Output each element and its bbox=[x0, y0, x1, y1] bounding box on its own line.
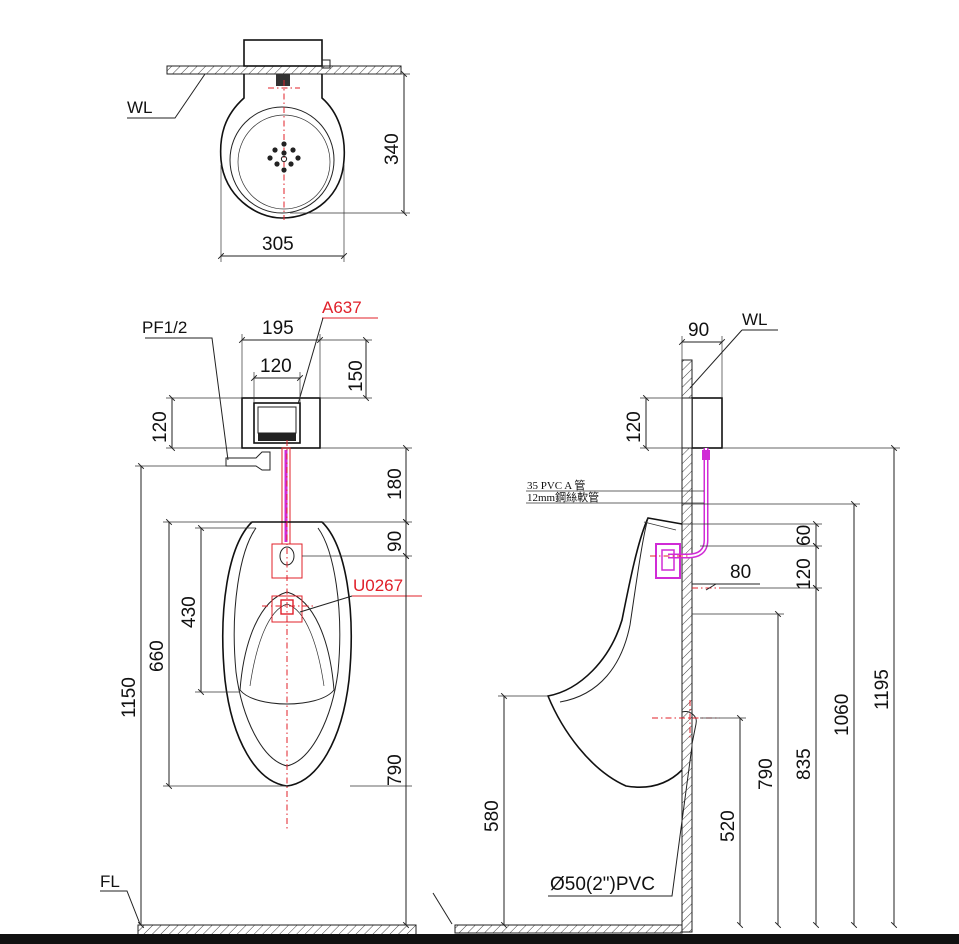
side-dim-520: 520 bbox=[718, 810, 739, 842]
side-view: 90 WL 120 35 PVC A 管 12mm鋼絲軟管 60 120 80 … bbox=[432, 310, 900, 934]
side-wl-label: WL bbox=[742, 310, 768, 329]
side-dim-box-depth: 90 bbox=[688, 320, 709, 341]
side-dim-120: 120 bbox=[794, 558, 815, 590]
front-view: FL PF1/2 A637 U0267 bbox=[100, 298, 422, 936]
front-pf-label: PF1/2 bbox=[142, 318, 187, 337]
side-dim-1060: 1060 bbox=[832, 694, 853, 736]
front-dim-bowl-inner: 430 bbox=[179, 596, 200, 628]
front-a637-label: A637 bbox=[322, 298, 362, 317]
front-dim-box-width: 195 bbox=[262, 318, 294, 339]
front-bowl-outline bbox=[222, 521, 352, 787]
top-drain-holes bbox=[267, 141, 301, 173]
side-dim-80: 80 bbox=[730, 562, 751, 583]
top-sensor-box bbox=[243, 39, 323, 67]
side-sensor-box bbox=[691, 397, 723, 449]
front-dim-total: 1150 bbox=[119, 677, 140, 718]
front-dim-box-left: 120 bbox=[150, 411, 171, 443]
top-wl-label: WL bbox=[127, 98, 153, 117]
side-inlet bbox=[655, 543, 681, 579]
side-bowl-profile bbox=[546, 517, 683, 788]
front-dim-inlet: 90 bbox=[385, 531, 406, 552]
front-fl-label: FL bbox=[100, 872, 120, 891]
front-dim-rim: 790 bbox=[385, 754, 406, 786]
front-dim-pipe: 180 bbox=[385, 468, 406, 500]
side-note-hose: 12mm鋼絲軟管 bbox=[527, 490, 599, 504]
side-floor-hatch bbox=[454, 924, 683, 934]
side-dim-835: 835 bbox=[794, 748, 815, 780]
top-view: WL 340 305 bbox=[127, 39, 410, 262]
side-wall-hatch bbox=[681, 359, 693, 933]
side-dim-60: 60 bbox=[794, 525, 815, 546]
top-wall-hatch bbox=[166, 65, 402, 75]
top-bowl-outline bbox=[219, 74, 346, 219]
top-dim-depth: 340 bbox=[382, 133, 403, 165]
bottom-band bbox=[0, 934, 959, 944]
front-bowl-inner bbox=[239, 591, 335, 705]
side-dim-790: 790 bbox=[756, 758, 777, 790]
front-sensor-box bbox=[241, 397, 321, 449]
side-dim-1195: 1195 bbox=[872, 669, 893, 710]
top-bowl-inner2 bbox=[237, 114, 331, 210]
side-drain-label: Ø50(2")PVC bbox=[550, 874, 655, 895]
side-note-pvc: 35 PVC A 管 bbox=[527, 478, 585, 492]
front-pf-fitting bbox=[225, 451, 271, 471]
top-bowl-inner bbox=[229, 106, 335, 214]
side-dim-box-height: 120 bbox=[624, 411, 645, 443]
side-dim-580: 580 bbox=[482, 800, 503, 832]
top-sensor-knob bbox=[321, 59, 331, 69]
top-dim-width: 305 bbox=[262, 234, 294, 255]
side-drain bbox=[681, 711, 697, 745]
front-u0267-label: U0267 bbox=[353, 576, 403, 595]
front-dim-box-height: 150 bbox=[346, 360, 367, 392]
top-valve bbox=[276, 74, 290, 86]
front-floor-hatch bbox=[137, 924, 417, 936]
front-dim-box-inner: 120 bbox=[260, 356, 292, 377]
front-dim-bowl-outer: 660 bbox=[147, 640, 168, 672]
